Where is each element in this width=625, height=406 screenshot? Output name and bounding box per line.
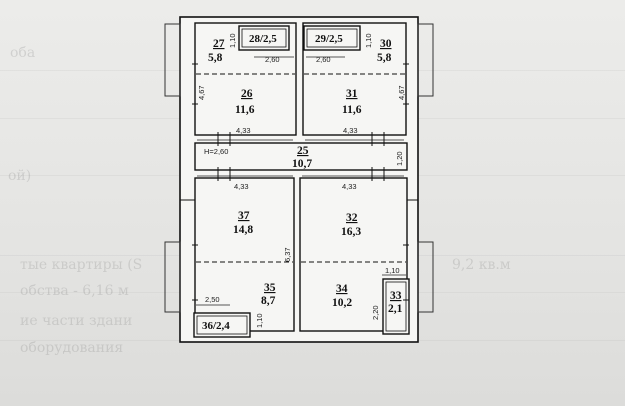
room-25-area: 10,7 <box>292 158 312 170</box>
dim-4-33: 4,33 <box>234 182 249 191</box>
room-33-number: 33 <box>390 290 402 302</box>
room-35-number: 35 <box>264 282 276 294</box>
dim-2-20: 2,20 <box>371 305 380 320</box>
room-27-area: 5,8 <box>208 52 223 64</box>
dim-1-10: 1,10 <box>385 266 400 275</box>
room-31-area: 11,6 <box>342 104 362 116</box>
room-30-number: 30 <box>380 38 392 50</box>
room-36-inner <box>196 315 248 335</box>
room-29-label: 29/2,5 <box>315 33 343 45</box>
dim-2-50: 2,50 <box>205 295 220 304</box>
dim-1-10: 1,10 <box>255 313 264 328</box>
room-29-inner <box>306 28 358 48</box>
room-37-number: 37 <box>238 210 250 222</box>
window-projections <box>164 23 434 313</box>
dashed-partitions <box>196 73 406 263</box>
background-text: оба <box>10 45 36 61</box>
small-rooms <box>193 25 410 338</box>
room-31-number: 31 <box>346 88 358 100</box>
room-walls <box>194 22 408 332</box>
dim-4-33: 4,33 <box>236 126 251 135</box>
room-28-inner <box>241 28 287 48</box>
room-33-inner <box>385 281 407 332</box>
dim-2-60: 2,60 <box>265 55 280 64</box>
room-28-box <box>238 25 290 51</box>
background-text: 9,2 кв.м <box>452 257 511 273</box>
window-left-bottom <box>164 241 181 313</box>
wall-ticks <box>180 63 418 301</box>
room-36-box <box>193 312 251 338</box>
room-32-area: 16,3 <box>341 226 361 238</box>
room-37-area: 14,8 <box>233 224 253 236</box>
dim-1-10: 1,10 <box>228 33 237 48</box>
dim-4-33: 4,33 <box>342 182 357 191</box>
room-30-area: 5,8 <box>377 52 392 64</box>
window-left-top <box>164 23 181 97</box>
room-34-area: 10,2 <box>332 297 352 309</box>
background-text: оборудования <box>20 340 124 356</box>
background-text: ой) <box>8 168 32 184</box>
dim-2-60: 2,60 <box>316 55 331 64</box>
background-text: ие части здани <box>20 313 133 329</box>
window-right-top <box>417 23 434 97</box>
dim-height: H=2,60 <box>204 147 228 156</box>
room-25-wall <box>194 142 408 171</box>
dim-4-67: 4,67 <box>197 85 206 100</box>
room-25-number: 25 <box>297 145 309 157</box>
background-text: тые квартиры (S <box>20 257 143 273</box>
room-26-area: 11,6 <box>235 104 255 116</box>
dimension-lines <box>196 56 406 306</box>
room-35-area: 8,7 <box>261 295 276 307</box>
dim-4-33: 4,33 <box>343 126 358 135</box>
room-28-label: 28/2,5 <box>249 33 277 45</box>
dim-1-20: 1,20 <box>395 151 404 166</box>
room-36-label: 36/2,4 <box>202 320 230 332</box>
room-34-number: 34 <box>336 283 348 295</box>
room-32-number: 32 <box>346 212 358 224</box>
window-right-bottom <box>417 241 434 313</box>
dim-4-67: 4,67 <box>397 85 406 100</box>
room-27-number: 27 <box>213 38 225 50</box>
room-37-35-wall <box>194 177 295 332</box>
background-text: обства - 6,16 м <box>20 283 129 299</box>
room-26-number: 26 <box>241 88 253 100</box>
room-33-area: 2,1 <box>388 303 403 315</box>
room-29-box <box>303 25 361 51</box>
dim-1-10: 1,10 <box>364 33 373 48</box>
room-33-box <box>382 278 410 335</box>
dim-6-37: 6,37 <box>283 247 292 262</box>
